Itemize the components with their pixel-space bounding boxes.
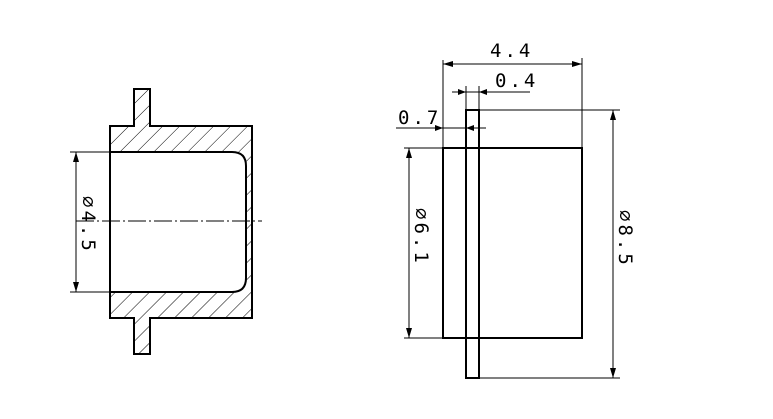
section-hatch-bottom-tab <box>134 318 150 354</box>
section-hatch-top <box>110 89 252 318</box>
flange-outline <box>465 109 480 379</box>
flange-offset-label: 0.7 <box>398 107 441 129</box>
outline-view: 4.4 0.4 0.7 ⌀6.1 <box>396 40 636 379</box>
section-diameter-label: ⌀4.5 <box>77 196 99 254</box>
flange-width-label: 0.4 <box>495 70 538 92</box>
flange-width-dimension: 0.4 <box>452 70 538 110</box>
body-diameter-label: ⌀6.1 <box>410 208 432 266</box>
flange-offset-dimension: 0.7 <box>396 107 486 148</box>
flange-diameter-dimension: ⌀8.5 <box>479 109 636 379</box>
section-diameter-dimension: ⌀4.5 <box>70 151 110 293</box>
overall-length-label: 4.4 <box>490 40 533 62</box>
section-outer-outline <box>109 88 253 355</box>
overall-length-dimension: 4.4 <box>442 40 583 148</box>
section-inner-bore <box>110 151 247 293</box>
body-diameter-dimension: ⌀6.1 <box>404 147 443 339</box>
body-outline <box>442 147 583 339</box>
flange-diameter-label: ⌀8.5 <box>614 210 636 268</box>
section-view: ⌀4.5 <box>70 88 262 355</box>
